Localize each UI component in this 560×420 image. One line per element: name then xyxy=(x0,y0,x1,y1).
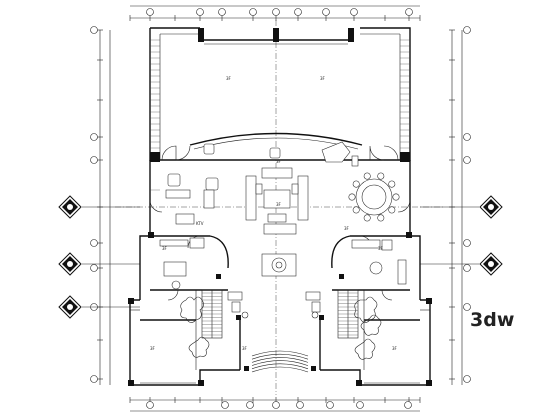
lounge-sofa-left xyxy=(150,189,215,225)
planter-left xyxy=(180,296,210,358)
tv-cabinet xyxy=(261,253,297,277)
bathroom-fixtures xyxy=(227,291,321,319)
bar-counter xyxy=(159,237,205,290)
armchairs xyxy=(167,143,281,191)
columns xyxy=(216,274,344,371)
room-labels: 3F 3F KTV 3F 3F 3F 3F 3F 3F 3F 3F xyxy=(150,76,398,351)
room-label-wing-right: 3F xyxy=(392,346,398,351)
room-label-kitchen: 3F xyxy=(378,246,384,251)
dining-chair xyxy=(352,180,360,188)
entrance-step xyxy=(251,353,309,360)
kitchen-fixtures xyxy=(351,239,407,285)
grand-piano xyxy=(321,141,359,167)
dining-table-round xyxy=(355,178,393,216)
entrance-step xyxy=(251,360,309,366)
dining-chair xyxy=(388,180,396,188)
dining-chair xyxy=(377,214,385,222)
room-label-wing-left: 3F xyxy=(150,346,156,351)
stair-treads-left xyxy=(202,292,222,336)
dining-chair xyxy=(348,193,356,201)
entrance-step xyxy=(251,357,309,363)
section-marker-right-middle xyxy=(479,252,503,276)
dining-chair xyxy=(352,206,360,214)
entrance-step xyxy=(251,363,309,370)
section-marker-left-top xyxy=(58,195,82,219)
room-label-foyer: 3F xyxy=(242,346,248,351)
grid-axis-bubbles xyxy=(90,8,471,409)
entrance-steps xyxy=(251,350,309,373)
building-walls xyxy=(128,27,432,386)
section-marker-right-top xyxy=(479,195,503,219)
room-label-dining: 3F xyxy=(344,226,350,231)
dining-chair xyxy=(392,193,400,201)
dining-chair xyxy=(377,172,385,180)
entrance-step xyxy=(251,350,309,357)
room-label-living: 3F xyxy=(276,202,282,207)
section-marker-left-bottom xyxy=(58,295,82,319)
room-label-bar: 3F xyxy=(162,246,168,251)
room-label-terrace-right: 3F xyxy=(320,76,326,81)
dining-chairs xyxy=(348,172,400,222)
entrance-step xyxy=(251,366,309,373)
room-label-terrace-left: 3F xyxy=(226,76,232,81)
room-label-hall: 3F xyxy=(276,159,282,164)
dimension-lines xyxy=(99,5,463,412)
room-label-ktv: KTV xyxy=(196,221,204,226)
section-marker-left-middle xyxy=(58,252,82,276)
terrace-parapet xyxy=(150,39,410,149)
dining-chair xyxy=(388,206,396,214)
dining-chair xyxy=(363,214,371,222)
planter-right xyxy=(354,296,382,360)
watermark-text: 3dw xyxy=(470,309,514,331)
dining-chair xyxy=(363,172,371,180)
living-room-sofa-set xyxy=(245,167,309,235)
